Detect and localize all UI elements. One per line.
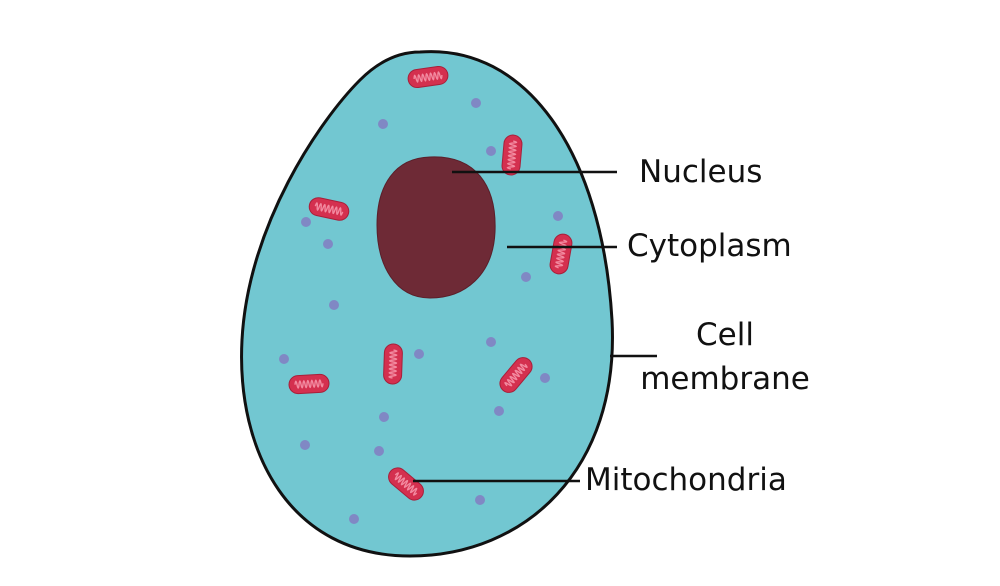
granule (414, 349, 424, 359)
granule (378, 119, 388, 129)
granule (553, 211, 563, 221)
mitochondrion (407, 65, 449, 89)
granule (279, 354, 289, 364)
mitochondrion (383, 343, 403, 385)
mitochondrion (501, 134, 523, 176)
granule (301, 217, 311, 227)
granule (379, 412, 389, 422)
granule (349, 514, 359, 524)
mitochondrion (549, 233, 573, 275)
granule (323, 239, 333, 249)
mitochondrion (288, 373, 330, 395)
cytoplasm-granules (279, 98, 563, 524)
leader-lines (413, 170, 657, 483)
cell-membrane (240, 50, 614, 558)
cytoplasm-label: Cytoplasm (627, 228, 792, 264)
mitochondrion (308, 197, 350, 221)
nucleus-label: Nucleus (639, 154, 763, 190)
cell-membrane-label-line2: membrane (640, 361, 810, 397)
granule (486, 337, 496, 347)
granule (494, 406, 504, 416)
granule (486, 146, 496, 156)
nucleus (376, 156, 496, 299)
mitochondrion (388, 467, 424, 501)
mitochondria-label: Mitochondria (585, 462, 787, 498)
granule (374, 446, 384, 456)
granule (475, 495, 485, 505)
granule (471, 98, 481, 108)
cell-membrane-label-line1: Cell (696, 317, 754, 353)
granule (521, 272, 531, 282)
cell-membrane-label: Cell membrane (625, 313, 825, 401)
granule (300, 440, 310, 450)
mitochondrion (499, 357, 533, 393)
granule (329, 300, 339, 310)
granule (540, 373, 550, 383)
mitochondria-group (288, 65, 573, 501)
